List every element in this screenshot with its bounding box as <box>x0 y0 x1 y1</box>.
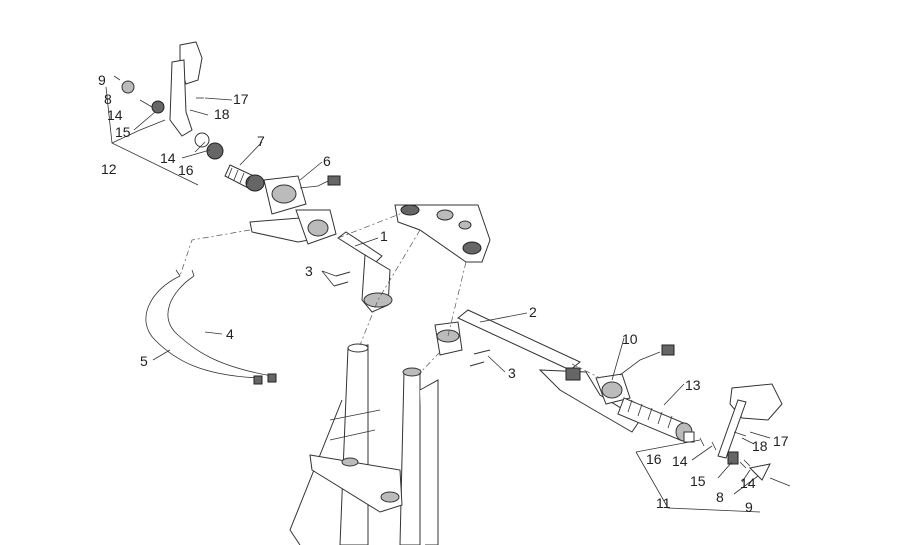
callout-15-left: 15 <box>115 124 131 140</box>
callout-2: 2 <box>529 304 537 320</box>
left-mirror-assembly <box>113 41 224 160</box>
callout-8-left: 8 <box>104 91 112 107</box>
brake-cables <box>145 269 277 385</box>
callout-5: 5 <box>140 353 148 369</box>
callout-16-right: 16 <box>646 451 662 467</box>
right-mirror-assembly <box>683 383 791 487</box>
callout-13: 13 <box>685 377 701 393</box>
callout-14-left-lower: 14 <box>160 150 176 166</box>
callout-9-left: 9 <box>98 72 106 88</box>
left-handlebar <box>333 231 393 313</box>
callout-17-right: 17 <box>773 433 789 449</box>
left-grip <box>224 164 265 192</box>
callout-16-left: 16 <box>178 162 194 178</box>
callout-14-right-lower: 14 <box>740 475 756 491</box>
callout-1: 1 <box>380 228 388 244</box>
callout-8-right: 8 <box>716 489 724 505</box>
callout-9-right: 9 <box>745 499 753 515</box>
callout-18-right: 18 <box>752 438 768 454</box>
callout-7: 7 <box>257 133 265 149</box>
front-fork <box>289 343 439 545</box>
callout-12: 12 <box>101 161 117 177</box>
callout-10: 10 <box>622 331 638 347</box>
right-handlebar <box>434 309 581 371</box>
callout-3-left: 3 <box>305 263 313 279</box>
upper-triple-clamp <box>394 204 491 263</box>
callout-17-left: 17 <box>233 91 249 107</box>
callout-14-left-upper: 14 <box>107 107 123 123</box>
callout-4: 4 <box>226 326 234 342</box>
callout-6: 6 <box>323 153 331 169</box>
callout-14-right-upper: 14 <box>672 453 688 469</box>
callout-3-right: 3 <box>508 365 516 381</box>
callout-labels: 1 2 3 3 4 5 6 7 8 8 9 9 10 11 12 13 14 1… <box>98 72 789 515</box>
callout-18-left: 18 <box>214 106 230 122</box>
left-lever-assembly <box>249 175 341 245</box>
callout-11: 11 <box>656 495 671 511</box>
leader-lines <box>105 86 771 513</box>
callout-15-right: 15 <box>690 473 706 489</box>
assembly-lines <box>179 209 601 379</box>
